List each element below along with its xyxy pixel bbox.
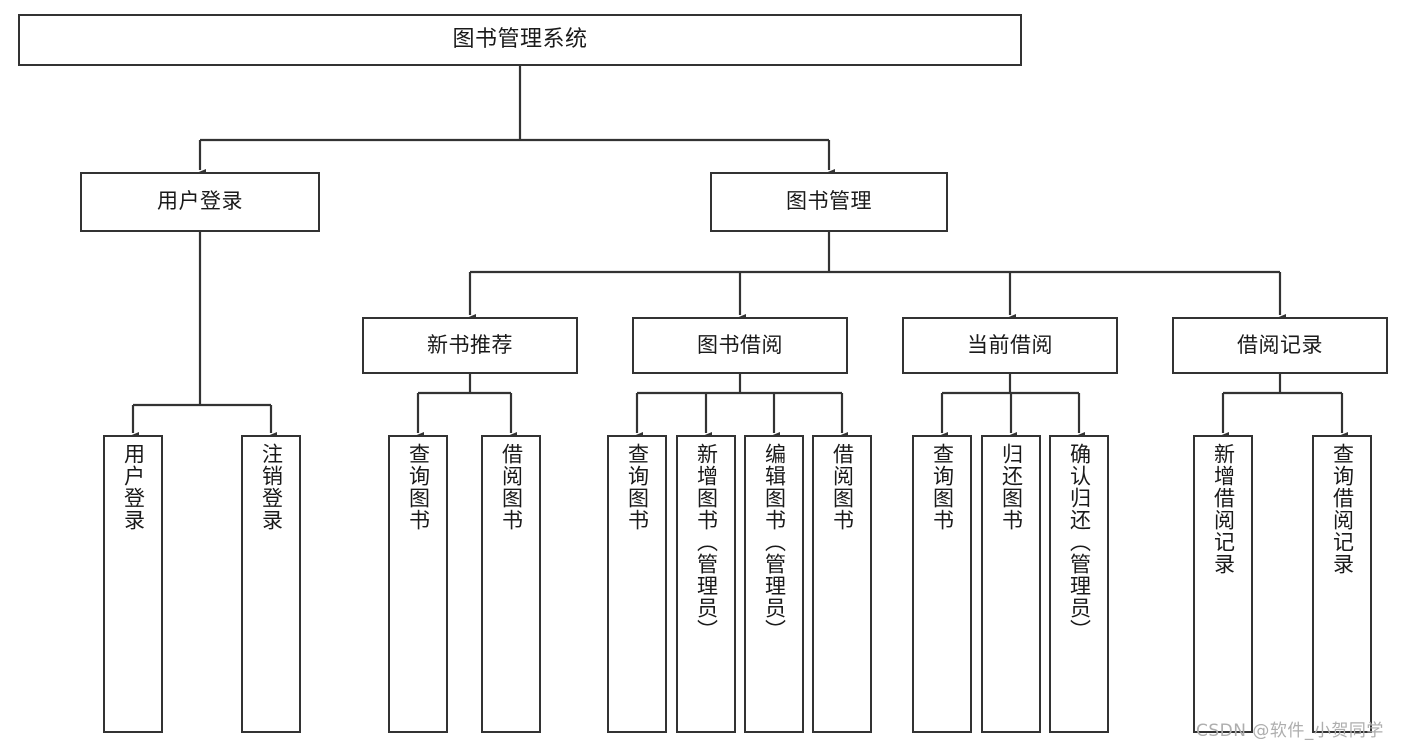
node-lf02[interactable]: 注销登录	[241, 435, 301, 733]
node-label: 查询借阅记录	[1330, 443, 1355, 575]
node-label: 借阅图书	[830, 443, 855, 531]
node-l3d[interactable]: 借阅记录	[1172, 317, 1388, 374]
node-label: 图书管理系统	[452, 26, 588, 52]
csdn-watermark: CSDN @软件_小贺同学	[1196, 721, 1384, 741]
node-l2a[interactable]: 用户登录	[80, 172, 320, 232]
node-lf06[interactable]: 新增图书（管理员）	[676, 435, 736, 733]
node-label: 归还图书	[999, 443, 1024, 531]
node-label: 新书推荐	[427, 332, 513, 357]
node-label: 当前借阅	[967, 332, 1053, 357]
node-label: 新增图书（管理员）	[694, 443, 719, 641]
node-label: 编辑图书（管理员）	[762, 443, 787, 641]
node-lf11[interactable]: 确认归还（管理员）	[1049, 435, 1109, 733]
node-label: 借阅图书	[499, 443, 524, 531]
node-l3b[interactable]: 图书借阅	[632, 317, 848, 374]
node-l3c[interactable]: 当前借阅	[902, 317, 1118, 374]
node-lf08[interactable]: 借阅图书	[812, 435, 872, 733]
node-label: 查询图书	[930, 443, 955, 531]
node-l2b[interactable]: 图书管理	[710, 172, 948, 232]
node-label: 图书借阅	[697, 332, 783, 357]
node-label: 借阅记录	[1237, 332, 1323, 357]
node-lf01[interactable]: 用户登录	[103, 435, 163, 733]
node-l3a[interactable]: 新书推荐	[362, 317, 578, 374]
node-label: 确认归还（管理员）	[1067, 443, 1092, 641]
node-label: 新增借阅记录	[1211, 443, 1236, 575]
node-label: 用户登录	[157, 189, 243, 214]
node-lf04[interactable]: 借阅图书	[481, 435, 541, 733]
node-lf13[interactable]: 查询借阅记录	[1312, 435, 1372, 733]
node-label: 查询图书	[625, 443, 650, 531]
node-lf05[interactable]: 查询图书	[607, 435, 667, 733]
node-label: 用户登录	[121, 443, 146, 531]
node-label: 注销登录	[259, 443, 284, 531]
node-lf03[interactable]: 查询图书	[388, 435, 448, 733]
node-lf07[interactable]: 编辑图书（管理员）	[744, 435, 804, 733]
node-lf12[interactable]: 新增借阅记录	[1193, 435, 1253, 733]
node-lf10[interactable]: 归还图书	[981, 435, 1041, 733]
node-lf09[interactable]: 查询图书	[912, 435, 972, 733]
node-label: 图书管理	[786, 189, 872, 214]
node-root[interactable]: 图书管理系统	[18, 14, 1022, 66]
node-label: 查询图书	[406, 443, 431, 531]
